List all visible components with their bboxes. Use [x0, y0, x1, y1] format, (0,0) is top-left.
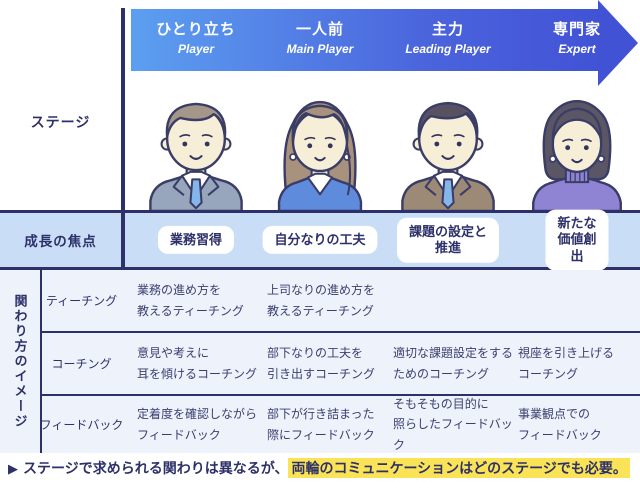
avatar-leading-player	[392, 90, 504, 213]
cell-coaching-player: 意見や考えに 耳を傾けるコーチング	[137, 346, 258, 381]
avatar-expert	[521, 90, 633, 213]
conclusion-text: ステージで求められる関わりは異なるが、	[23, 460, 289, 476]
method-label-feedback: フィードバック	[39, 418, 124, 432]
main-vertical-divider	[121, 8, 125, 453]
stage-jp-label: 主力	[431, 21, 464, 38]
cell-feedback-main-player: 部下が行き詰まった 際にフィードバック	[267, 407, 375, 442]
method-label-teaching: ティーチング	[45, 294, 118, 308]
stage-en-label: Player	[177, 41, 215, 56]
stage-header-main-player: 一人前 Main Player	[287, 19, 354, 57]
cell-teaching-player: 業務の進め方を 教えるティーチング	[137, 283, 244, 318]
involvement-table: 関わり方のイメージ ティーチング コーチング フィードバック 業務の進め方を 教…	[0, 270, 640, 453]
cell-teaching-leading-player	[393, 270, 519, 331]
cell-coaching-expert: 視座を引き上げる コーチング	[518, 346, 615, 381]
involvement-label: 関わり方のイメージ	[12, 294, 28, 429]
stage-en-label: Leading Player	[405, 41, 491, 56]
focus-badge-skill-acquisition: 業務習得	[157, 225, 235, 255]
avatar-player	[140, 90, 252, 213]
sub-vertical-divider	[40, 270, 42, 453]
stage-arrow-banner: ひとり立ち Player 一人前 Main Player 主力 Leading …	[131, 9, 601, 71]
method-label-coaching: コーチング	[51, 357, 112, 371]
stage-en-label: Main Player	[286, 41, 354, 56]
avatar-expert-illustration	[532, 99, 622, 213]
cell-feedback-leading-player: そもそもの目的に 照らしたフィードバック	[393, 396, 513, 452]
cell-coaching-leading-player: 適切な課題設定をする ためのコーチング	[393, 346, 514, 381]
row-divider	[42, 331, 640, 333]
conclusion-note: ▶ ステージで求められる関わりは異なるが、両輪のコミュニケーションはどのステージで…	[8, 458, 638, 478]
focus-badge-new-value: 新たな価値創出	[545, 209, 609, 271]
cell-teaching-expert	[518, 270, 640, 331]
stage-jp-label: 一人前	[295, 21, 345, 38]
stage-header-expert: 専門家 Expert	[553, 19, 601, 57]
cell-coaching-main-player: 部下なりの工夫を 引き出すコーチング	[267, 346, 376, 381]
cell-teaching-main-player: 上司なりの進め方を 教えるティーチング	[267, 283, 376, 318]
conclusion-highlight: 両輪のコミュニケーションはどのステージでも必要。	[288, 458, 630, 478]
cell-feedback-expert: 事業観点での フィードバック	[518, 407, 602, 442]
focus-badge-issue-setting: 課題の設定と 推進	[396, 217, 500, 263]
focus-badge-own-ingenuity: 自分なりの工夫	[262, 225, 378, 255]
stage-row-label: ステージ	[30, 114, 91, 130]
stage-jp-label: ひとり立ち	[156, 21, 236, 38]
growth-focus-row: 成長の焦点 業務習得 自分なりの工夫 課題の設定と 推進 新たな価値創出	[0, 209, 640, 271]
avatar-player-illustration	[149, 102, 243, 213]
avatar-leading-player-illustration	[401, 101, 495, 213]
cell-feedback-player: 定着度を確認しながら フィードバック	[137, 407, 258, 442]
stage-header-leading-player: 主力 Leading Player	[405, 19, 490, 57]
avatar-main-player-illustration	[277, 100, 363, 213]
arrow-head	[598, 0, 638, 86]
avatar-main-player	[264, 90, 376, 213]
row-divider	[42, 394, 640, 396]
triangle-marker-icon: ▶	[8, 461, 18, 476]
stage-jp-label: 専門家	[552, 21, 602, 38]
stage-en-label: Expert	[558, 41, 596, 56]
growth-focus-label: 成長の焦点	[24, 234, 97, 249]
stage-header-player: ひとり立ち Player	[156, 19, 236, 57]
